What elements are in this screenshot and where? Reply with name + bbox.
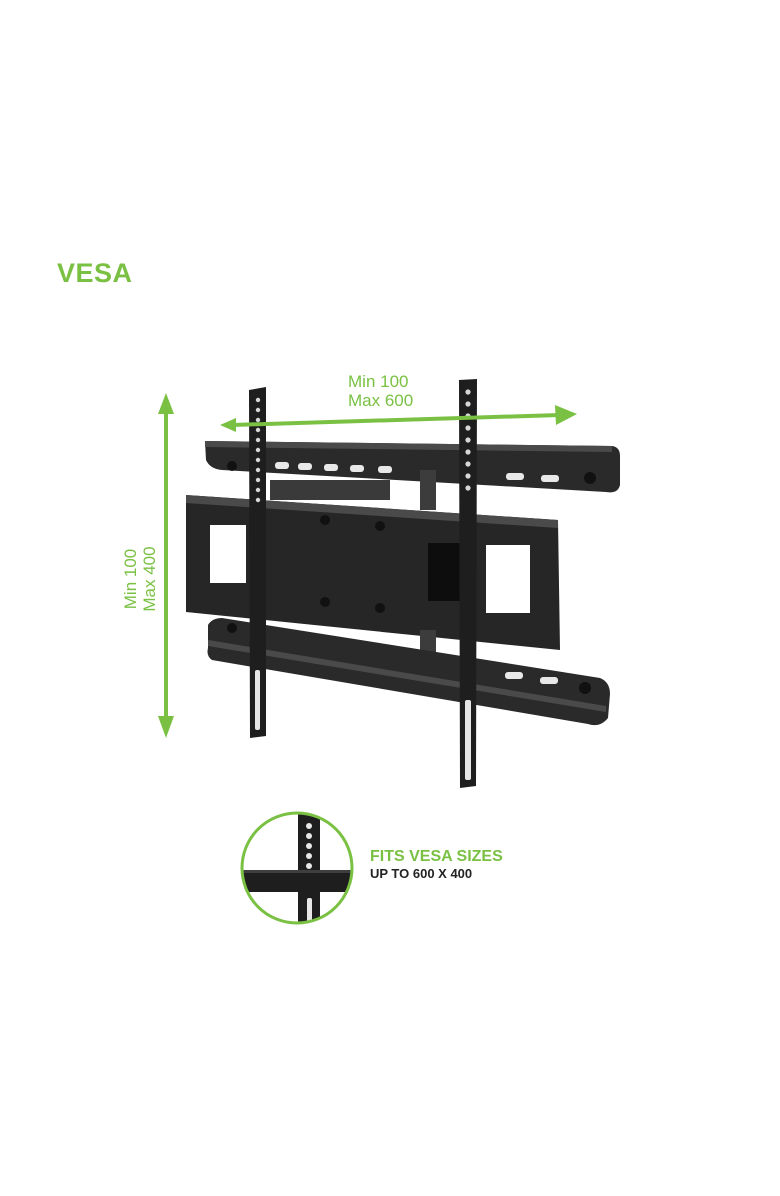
badge-title: FITS VESA SIZES bbox=[370, 848, 503, 865]
horizontal-dimension-label: Min 100 Max 600 bbox=[348, 372, 413, 410]
horizontal-dimension-arrow bbox=[220, 405, 577, 432]
badge-subtitle: UP TO 600 X 400 bbox=[370, 866, 473, 881]
vesa-badge: FITS VESA SIZES UP TO 600 X 400 bbox=[370, 848, 503, 882]
left-tv-bracket bbox=[249, 387, 266, 738]
vesa-bracket-detail-icon bbox=[240, 811, 354, 925]
top-wall-rail bbox=[205, 441, 620, 493]
vesa-heading: VESA bbox=[57, 258, 133, 288]
right-tv-bracket bbox=[459, 379, 477, 788]
horizontal-min-label: Min 100 bbox=[348, 372, 409, 391]
vertical-dimension-arrow bbox=[158, 393, 174, 738]
horizontal-max-label: Max 600 bbox=[348, 391, 414, 410]
bottom-wall-rail bbox=[207, 618, 610, 726]
